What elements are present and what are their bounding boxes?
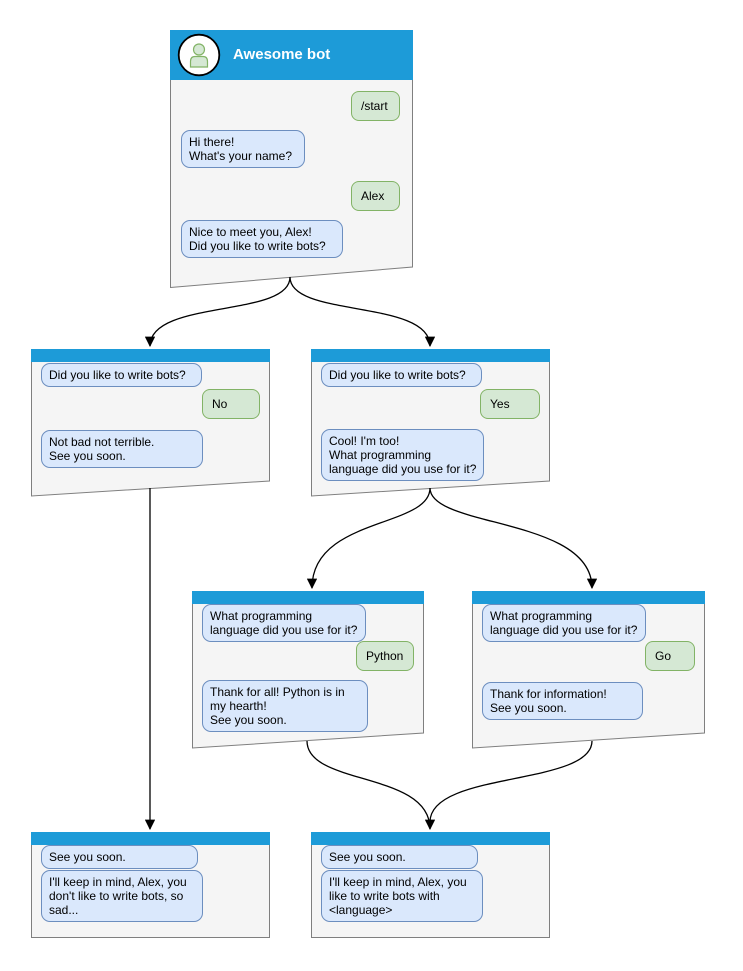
window-header bbox=[192, 591, 424, 604]
user-message-bubble: No bbox=[202, 389, 260, 419]
user-message-bubble: Go bbox=[645, 641, 695, 671]
chat-window-end-yes: See you soon. I'll keep in mind, Alex, y… bbox=[311, 832, 550, 938]
user-message-bubble: Alex bbox=[351, 181, 400, 211]
bot-avatar-icon bbox=[177, 33, 221, 77]
bot-message-bubble: Hi there! What's your name? bbox=[181, 130, 305, 168]
chat-window-python: What programming language did you use fo… bbox=[192, 591, 424, 749]
bot-message-bubble: Thank for all! Python is in my hearth! S… bbox=[202, 680, 368, 732]
chat-window-end-no: See you soon. I'll keep in mind, Alex, y… bbox=[31, 832, 270, 938]
chat-window-root: Awesome bot /start Hi there! What's your… bbox=[170, 30, 413, 288]
arrow-root-to-yes bbox=[289, 276, 436, 348]
arrow-go-to-end bbox=[429, 740, 593, 823]
user-message-bubble: Yes bbox=[480, 389, 540, 419]
bot-message-bubble: Thank for information! See you soon. bbox=[482, 682, 643, 720]
window-header bbox=[472, 591, 705, 604]
bot-message-bubble: Cool! I'm too! What programming language… bbox=[321, 429, 484, 481]
bot-message-bubble: I'll keep in mind, Alex, you don't like … bbox=[41, 870, 203, 922]
bot-name-title: Awesome bot bbox=[233, 46, 331, 63]
window-header bbox=[31, 349, 270, 362]
bot-message-bubble: I'll keep in mind, Alex, you like to wri… bbox=[321, 870, 483, 922]
bot-message-bubble: Nice to meet you, Alex! Did you like to … bbox=[181, 220, 343, 258]
window-header: Awesome bot bbox=[170, 30, 413, 80]
bot-message-bubble: Did you like to write bots? bbox=[41, 363, 202, 387]
bot-message-bubble: Not bad not terrible. See you soon. bbox=[41, 430, 203, 468]
window-header bbox=[31, 832, 270, 845]
arrow-python-to-end bbox=[306, 740, 436, 831]
user-message-bubble: /start bbox=[351, 91, 400, 121]
window-header bbox=[311, 349, 550, 362]
bot-message-bubble: What programming language did you use fo… bbox=[202, 604, 366, 642]
window-header bbox=[311, 832, 550, 845]
chat-window-go: What programming language did you use fo… bbox=[472, 591, 705, 749]
user-message-bubble: Python bbox=[356, 641, 414, 671]
bot-message-bubble: What programming language did you use fo… bbox=[482, 604, 646, 642]
bot-message-bubble: See you soon. bbox=[321, 845, 478, 869]
chat-window-no: Did you like to write bots? No Not bad n… bbox=[31, 349, 270, 497]
bot-message-bubble: Did you like to write bots? bbox=[321, 363, 482, 387]
bot-message-bubble: See you soon. bbox=[41, 845, 198, 869]
chat-window-yes: Did you like to write bots? Yes Cool! I'… bbox=[311, 349, 550, 497]
arrow-root-to-no bbox=[144, 276, 291, 348]
arrow-yes-to-python bbox=[306, 487, 431, 590]
arrow-yes-to-go bbox=[429, 487, 598, 590]
